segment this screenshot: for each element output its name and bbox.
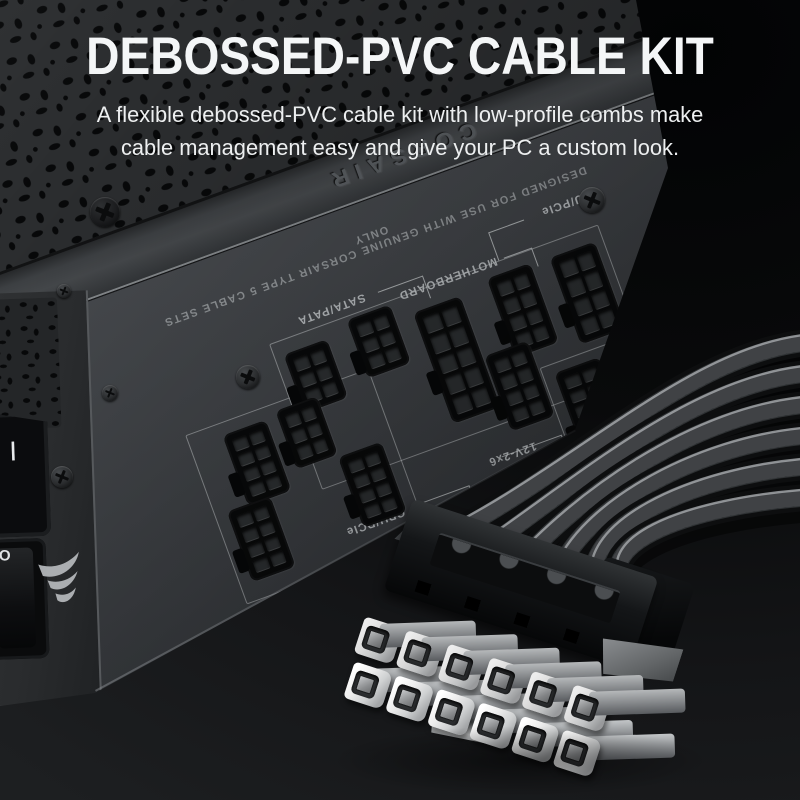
cable-strand [467, 365, 800, 552]
page-title: DEBOSSED-PVC CABLE KIT [86, 27, 714, 86]
connector-pin-body [588, 688, 686, 716]
pin-terminal [365, 629, 386, 650]
pin-terminal [449, 656, 470, 677]
screw [90, 197, 120, 227]
screw [102, 385, 118, 401]
cable-strand [422, 335, 800, 553]
connector-pin [353, 616, 477, 665]
pin-bore [433, 696, 465, 727]
subtitle: A flexible debossed-PVC cable kit with l… [12, 98, 788, 164]
subtitle-line-2: cable management easy and give your PC a… [120, 135, 680, 160]
pin-terminal [407, 643, 428, 664]
pin-bore [391, 683, 423, 714]
header: DEBOSSED-PVC CABLE KIT A flexible deboss… [0, 26, 800, 164]
pin-terminal [438, 701, 459, 722]
screw [236, 365, 260, 389]
subtitle-line-1: A flexible debossed-PVC cable kit with l… [96, 102, 704, 127]
pin-bore [350, 669, 381, 700]
cable-strand [421, 334, 800, 554]
screw [57, 284, 71, 298]
pin-terminal [574, 697, 595, 718]
cable-strand [509, 396, 800, 565]
corsair-sail-logo-icon [38, 551, 79, 603]
screw [51, 466, 73, 488]
connector-shadow [330, 726, 710, 796]
connector-pin [385, 674, 508, 724]
screw [579, 187, 605, 213]
pin-terminal [396, 688, 418, 709]
pin-terminal [491, 670, 512, 691]
cable-strand [425, 334, 800, 539]
psu-back-panel: | O [0, 290, 103, 706]
pin-terminal [532, 683, 554, 705]
pin-terminal [355, 674, 376, 695]
connector-pin [343, 661, 466, 710]
